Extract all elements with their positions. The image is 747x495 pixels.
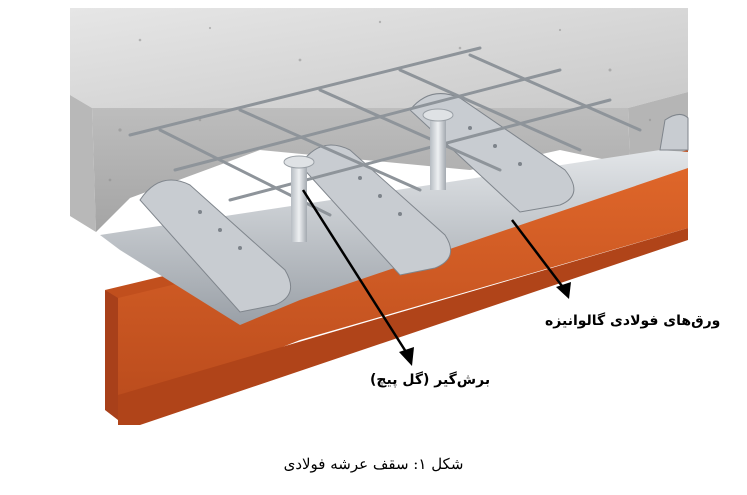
steel-deck: [100, 93, 689, 325]
shear-studs: [283, 108, 454, 242]
rebar-mesh: [128, 46, 642, 217]
arrow-to-sheets: [511, 219, 571, 299]
shear-stud: [283, 155, 315, 242]
shear-studs-label: برش‌گیر (گل پیچ): [370, 372, 491, 388]
figure-caption: شکل ۱: سقف عرشه فولادی: [283, 455, 464, 473]
arrow-to-studs: [301, 189, 414, 366]
shear-stud: [422, 108, 454, 190]
galvanized-sheets-label: ورق‌های فولادی گالوانیزه: [545, 313, 721, 329]
